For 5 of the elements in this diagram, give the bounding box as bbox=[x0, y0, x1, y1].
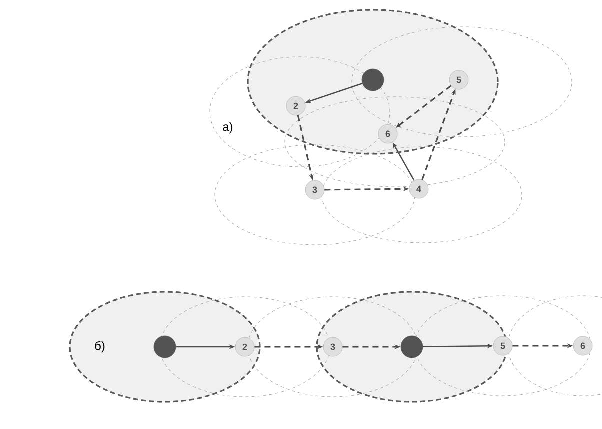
filled-circle bbox=[362, 68, 384, 92]
panel-label: а) bbox=[223, 122, 233, 134]
filled-circle bbox=[400, 336, 424, 358]
panel-label: б) bbox=[95, 341, 105, 353]
filled-circle bbox=[154, 336, 176, 358]
